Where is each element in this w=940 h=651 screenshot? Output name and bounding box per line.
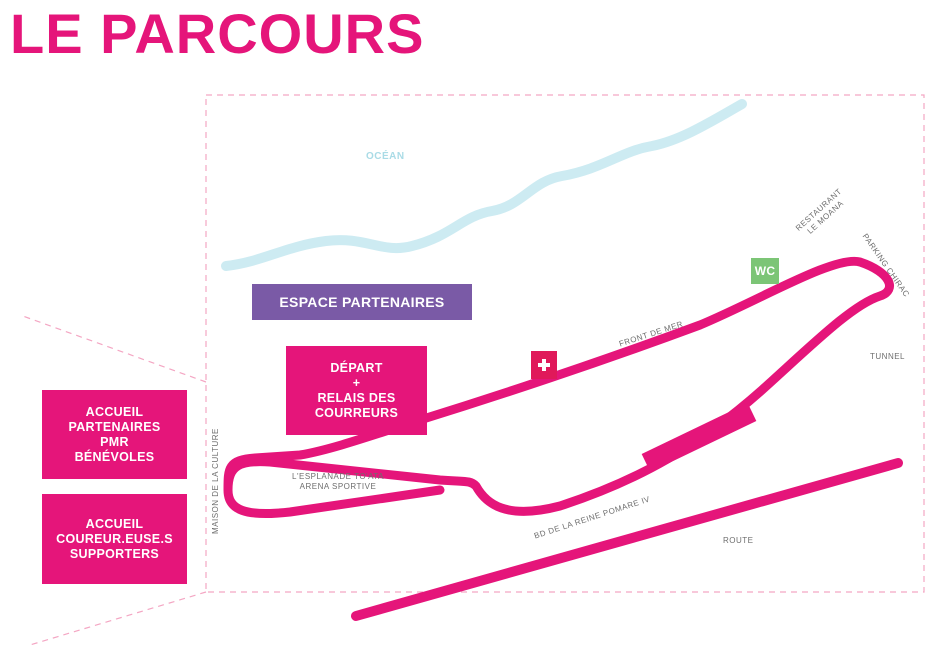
route-line [351,458,903,621]
tunnel-section [641,402,757,473]
accueil-coureurs-box: ACCUEIL COUREUR.EUSE.S SUPPORTERS [42,494,187,584]
maison-culture-label: MAISON DE LA CULTURE [211,428,220,534]
accueil-coureurs-line2: COUREUR.EUSE.S [56,531,173,546]
route-label: ROUTE [723,536,754,545]
accueil-partenaires-line2: PARTENAIRES [68,419,161,434]
ocean-label: OCÉAN [366,151,405,162]
esplanade-label-line1: L'ESPLANADE TO'ATA [292,472,384,481]
accueil-coureurs-line3: SUPPORTERS [69,546,160,561]
course-loop [223,256,894,519]
wc-label: WC [754,263,776,278]
tunnel-label: TUNNEL [870,352,906,361]
swiss-cross-icon [538,359,550,371]
map-frame [205,94,925,593]
depart-line3: RELAIS DES [317,390,396,405]
depart-box: DÉPART + RELAIS DES COURREURS [286,346,427,435]
depart-line2: + [352,375,361,390]
ocean-line [221,99,747,271]
accueil-partenaires-line1: ACCUEIL [85,404,144,419]
esplanade-label-line2: ARENA SPORTIVE [299,482,377,491]
page-title: LE PARCOURS [10,2,425,65]
esplanade-label: L'ESPLANADE TO'ATA ARENA SPORTIVE [292,472,384,492]
depart-line4: COURREURS [314,405,399,420]
accueil-partenaires-line4: BÉNÉVOLES [74,449,155,464]
wc-box: WC [751,258,779,284]
accueil-coureurs-line1: ACCUEIL [85,516,144,531]
accueil-partenaires-box: ACCUEIL PARTENAIRES PMR BÉNÉVOLES [42,390,187,479]
espace-partenaires-label: ESPACE PARTENAIRES [279,293,445,310]
callout-line-top [19,314,207,383]
accueil-partenaires-line3: PMR [100,434,129,449]
callout-line-bottom [29,591,207,646]
espace-partenaires-box: ESPACE PARTENAIRES [252,284,472,320]
depart-line1: DÉPART [330,360,383,375]
first-aid-marker [531,351,557,379]
